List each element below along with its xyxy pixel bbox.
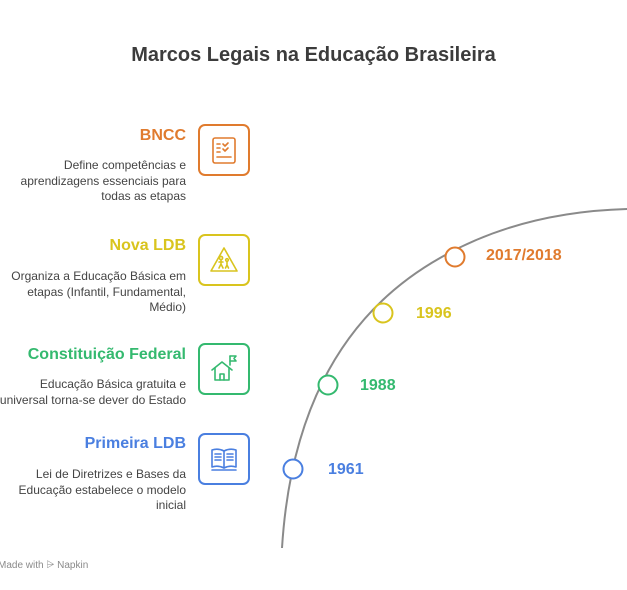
timeline-line bbox=[281, 208, 627, 549]
timeline-marker-primeira-ldb bbox=[282, 458, 304, 480]
description-line: Organiza a Educação Básica em bbox=[11, 269, 186, 283]
year-label-nova-ldb: 1996 bbox=[416, 305, 452, 322]
milestone-heading: BNCC bbox=[139, 127, 186, 144]
description-line: aprendizagens essenciais para bbox=[20, 173, 186, 188]
milestone-description: Lei de Diretrizes e Bases da Educação es… bbox=[19, 467, 186, 514]
description-line: todas as etapas bbox=[101, 189, 186, 203]
description-line: inicial bbox=[155, 498, 186, 512]
description-line: universal torna-se dever do Estado bbox=[0, 392, 186, 407]
milestone-heading: Nova LDB bbox=[109, 237, 186, 254]
description-line: Define competências e bbox=[63, 158, 186, 172]
year-label-constituicao: 1988 bbox=[360, 377, 396, 394]
year-label-primeira-ldb: 1961 bbox=[328, 461, 364, 478]
description-line: Lei de Diretrizes e Bases da bbox=[35, 467, 186, 481]
milestone-heading: Constituição Federal bbox=[27, 346, 186, 363]
children-crossing-sign-icon bbox=[198, 234, 250, 286]
milestone-description: Educação Básica gratuita e universal tor… bbox=[0, 377, 186, 408]
description-line: etapas (Infantil, Fundamental, bbox=[27, 284, 186, 299]
page-title: Marcos Legais na Educação Brasileira bbox=[131, 44, 496, 66]
description-line: Médio) bbox=[149, 300, 186, 314]
timeline-marker-constituicao bbox=[317, 374, 339, 396]
description-line: Educação estabelece o modelo bbox=[18, 482, 186, 497]
napkin-watermark: Made with ⩥ Napkin bbox=[0, 560, 89, 571]
milestone-heading: Primeira LDB bbox=[84, 435, 186, 452]
milestone-description: Define competências e aprendizagens esse… bbox=[21, 158, 186, 205]
description-line: Educação Básica gratuita e bbox=[39, 377, 186, 391]
checklist-icon bbox=[198, 124, 250, 176]
milestone-description: Organiza a Educação Básica em etapas (In… bbox=[11, 269, 186, 316]
timeline-marker-bncc bbox=[444, 246, 466, 268]
open-book-icon bbox=[198, 433, 250, 485]
house-flag-icon bbox=[198, 343, 250, 395]
timeline-marker-nova-ldb bbox=[372, 302, 394, 324]
year-label-bncc: 2017/2018 bbox=[486, 247, 562, 264]
